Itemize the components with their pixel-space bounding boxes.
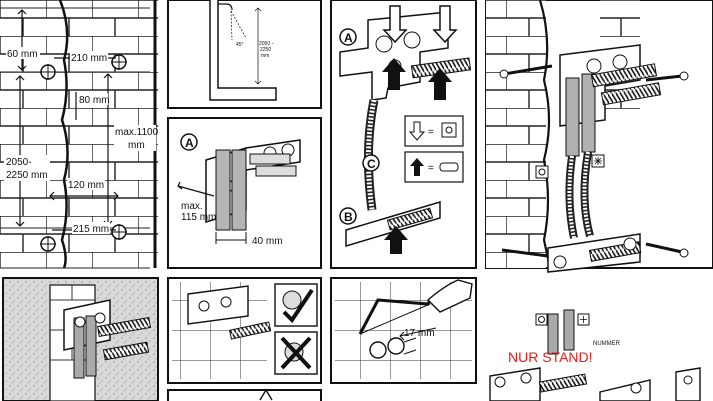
nummer-label: NUMMER [593, 341, 621, 347]
panel-assembly-abc: A C = = B [330, 0, 477, 269]
range-mm: mm [261, 53, 269, 59]
equals-close: = [428, 163, 434, 174]
panel-warning-strip [167, 388, 322, 401]
dim-80mm: 80 mm [79, 95, 110, 106]
range-2250: 2250 [260, 47, 271, 53]
panel-wall-dimensions: 60 mm 210 mm 80 mm max.1100 mm 2050- 225… [0, 0, 159, 269]
label-c: C [367, 157, 376, 171]
panel-cut-pipe: 17 mm [330, 277, 477, 384]
range-2050: 2050 - [259, 41, 274, 47]
angle-45: 45° [236, 42, 244, 48]
label-b: B [344, 210, 353, 224]
cross-icon [280, 336, 312, 370]
equals-open: = [428, 127, 434, 138]
check-icon [282, 288, 314, 324]
dim-height: 2050- [6, 157, 32, 168]
panel-plaster-wall [2, 277, 159, 401]
panel-nur-stand: NUMMER NUR STAND! [489, 309, 701, 401]
dim-max: max. [181, 201, 203, 212]
dim-max1100-unit: mm [128, 140, 145, 151]
panel-mounted-unit [485, 0, 713, 273]
nur-stand-warning: NUR STAND! [508, 349, 593, 365]
dim-height-unit: 2250 mm [6, 170, 48, 181]
dim-60mm: 60 mm [7, 49, 38, 60]
dim-210mm: 210 mm [71, 53, 107, 64]
panel-tile-check [167, 277, 322, 384]
cold-symbol-icon [535, 313, 548, 326]
dim-17mm: 17 mm [404, 328, 435, 339]
dim-115mm: 115 mm [181, 212, 216, 223]
dim-40mm: 40 mm [252, 236, 283, 247]
warning-icon [259, 388, 273, 401]
label-a: A [185, 136, 194, 150]
panel-unit-a-dimensions: A max. 115 mm 40 mm [167, 117, 322, 269]
cold-symbol-icon [535, 165, 549, 179]
panel-shower-height: 45° 2050 - 2250 mm [167, 0, 322, 109]
dim-215mm: 215 mm [73, 224, 109, 235]
dim-120mm: 120 mm [68, 180, 104, 191]
label-a: A [344, 31, 353, 45]
dim-max1100: max.1100 [115, 127, 159, 138]
drill-hole [40, 54, 127, 252]
hand-icon [426, 279, 473, 313]
